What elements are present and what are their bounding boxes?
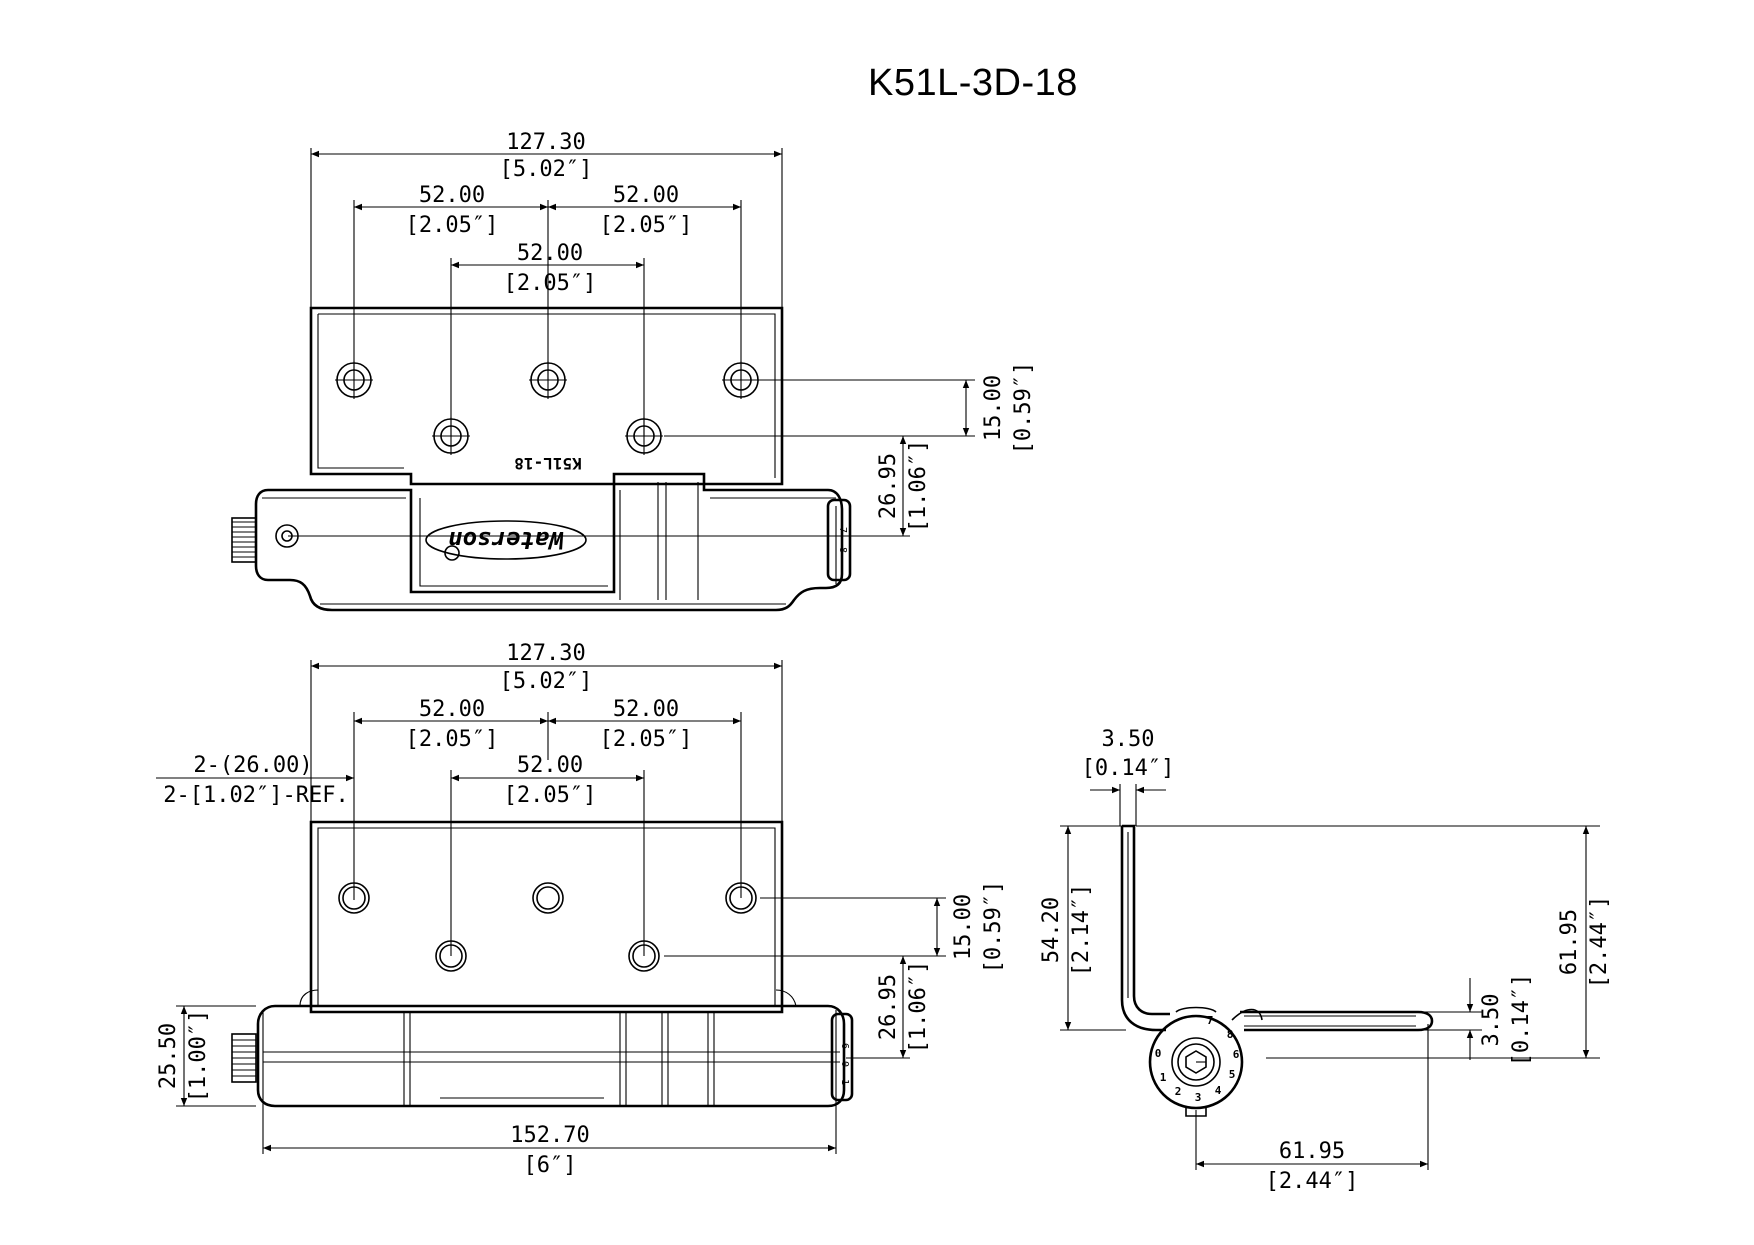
screw-hole: [725, 882, 757, 914]
screw-hole: [432, 417, 470, 455]
bottom-left-spacing-mm: 52.00: [419, 697, 485, 722]
bottom-screw-holes: [338, 882, 757, 972]
top-overall-width-inch: [5.02″]: [500, 157, 593, 182]
top-adjuster-thread: [231, 517, 257, 563]
bottom-right-spacing-mm: 52.00: [613, 697, 679, 722]
top-right-spacing-inch: [2.05″]: [600, 213, 693, 238]
dial-number: 6: [1233, 1048, 1240, 1061]
side-overall-height-mm: 61.95: [1557, 909, 1582, 975]
bottom-hinge-barrel: [256, 989, 846, 1108]
top-inner-spacing-inch: [2.05″]: [504, 271, 597, 296]
dial-number: 0: [1155, 1047, 1162, 1060]
top-screw-holes: [335, 361, 760, 455]
top-view: 127.30 [5.02″] 52.00 [2.05″] 52.00 [2.05…: [231, 130, 1036, 612]
bottom-pin-offset-mm: 26.95: [876, 974, 901, 1040]
top-pin-offset-inch: [1.06″]: [906, 440, 931, 533]
side-dimension-lines: [1064, 786, 1590, 1168]
side-overall-height-inch: [2.44″]: [1587, 896, 1612, 989]
dial-number: 5: [1229, 1068, 1236, 1081]
bottom-overall-width-mm: 127.30: [506, 641, 585, 666]
set-screw: [275, 524, 299, 548]
screw-hole: [435, 940, 467, 972]
svg-text:0: 0: [839, 1061, 850, 1067]
top-hole-offset-mm: 15.00: [981, 375, 1006, 441]
top-hinge-leaf: [309, 306, 784, 486]
bottom-hole-offset-inch: [0.59″]: [981, 881, 1006, 974]
barrel-dia-mm: 25.50: [156, 1023, 181, 1089]
dial-number: 7: [1207, 1014, 1214, 1027]
side-leaf-height-inch: [2.14″]: [1069, 884, 1094, 977]
screw-hole: [529, 361, 567, 399]
top-left-spacing-mm: 52.00: [419, 183, 485, 208]
bottom-adjuster-thread: [231, 1033, 257, 1083]
side-leaf-thickness-mm: 3.50: [1102, 727, 1155, 752]
screw-hole: [335, 361, 373, 399]
bottom-inner-spacing-mm: 52.00: [517, 753, 583, 778]
top-inner-spacing-mm: 52.00: [517, 241, 583, 266]
screw-hole: [338, 882, 370, 914]
screw-hole: [532, 882, 564, 914]
bottom-extension-lines: [262, 660, 837, 1154]
bottom-overall-width-inch: [5.02″]: [500, 669, 593, 694]
bottom-hole-offset-mm: 15.00: [951, 894, 976, 960]
svg-text:6: 6: [839, 1043, 850, 1049]
bottom-hinge-leaf: [309, 820, 784, 1014]
dial-numbers: 0 1 2 3 4 5 6 7 8: [1155, 1014, 1240, 1104]
screw-hole: [722, 361, 760, 399]
top-dimension-lines: [288, 150, 975, 537]
dial-number: 4: [1215, 1084, 1222, 1097]
screw-hole: [625, 417, 663, 455]
brand-logo-outline: [425, 520, 587, 560]
side-tail-length-mm: 61.95: [1279, 1139, 1345, 1164]
side-view: 3.50 [0.14″] 54.20 [2.14″] 61.95 [2.44″]…: [1039, 727, 1612, 1194]
total-length-inch: [6″]: [524, 1153, 577, 1178]
bottom-left-spacing-inch: [2.05″]: [406, 727, 499, 752]
total-length-mm: 152.70: [510, 1123, 589, 1148]
top-right-spacing-mm: 52.00: [613, 183, 679, 208]
bottom-right-spacing-inch: [2.05″]: [600, 727, 693, 752]
dial-number: 1: [1160, 1071, 1167, 1084]
bottom-pin-offset-inch: [1.06″]: [906, 961, 931, 1054]
side-tail-thickness-mm: 3.50: [1479, 994, 1504, 1047]
brand-logo-text: Waterson: [448, 526, 564, 554]
svg-text:7: 7: [837, 527, 848, 533]
svg-text:8: 8: [837, 547, 848, 553]
dial-number: 8: [1227, 1028, 1234, 1041]
barrel-dia-inch: [1.00″]: [186, 1010, 211, 1103]
registered-mark: [444, 545, 460, 561]
dial-number: 2: [1175, 1085, 1182, 1098]
drawing-title: K51L-3D-18: [868, 62, 1078, 104]
top-hinge-barrel: Waterson: [254, 482, 844, 612]
top-left-spacing-inch: [2.05″]: [406, 213, 499, 238]
side-extension-lines: [1060, 784, 1600, 1170]
side-tail-thickness-inch: [0.14″]: [1509, 974, 1534, 1067]
bottom-view: 127.30 [5.02″] 52.00 [2.05″] 52.00 [2.05…: [156, 641, 1006, 1178]
ref-note-inch: 2-[1.02″]-REF.: [163, 783, 348, 808]
bottom-inner-spacing-inch: [2.05″]: [504, 783, 597, 808]
dial-number: 3: [1195, 1091, 1202, 1104]
top-end-cap: 7 8: [826, 498, 852, 582]
leaf-marking: K51L-18: [514, 454, 581, 473]
top-extension-lines: [310, 148, 783, 436]
top-hole-offset-inch: [0.59″]: [1011, 362, 1036, 455]
ref-note-mm: 2-(26.00): [193, 753, 312, 778]
side-leaf-height-mm: 54.20: [1039, 897, 1064, 963]
side-leaf-profile: [1120, 824, 1434, 1032]
side-adjuster-dial: [1148, 1006, 1263, 1117]
bottom-dimension-lines: [156, 662, 946, 1152]
screw-hole: [628, 940, 660, 972]
svg-text:1: 1: [839, 1079, 850, 1085]
side-leaf-thickness-inch: [0.14″]: [1082, 756, 1175, 781]
top-pin-offset-mm: 26.95: [876, 453, 901, 519]
side-tail-length-inch: [2.44″]: [1266, 1169, 1359, 1194]
top-overall-width-mm: 127.30: [506, 130, 585, 155]
bottom-end-cap: 6 0 1: [830, 1012, 854, 1102]
